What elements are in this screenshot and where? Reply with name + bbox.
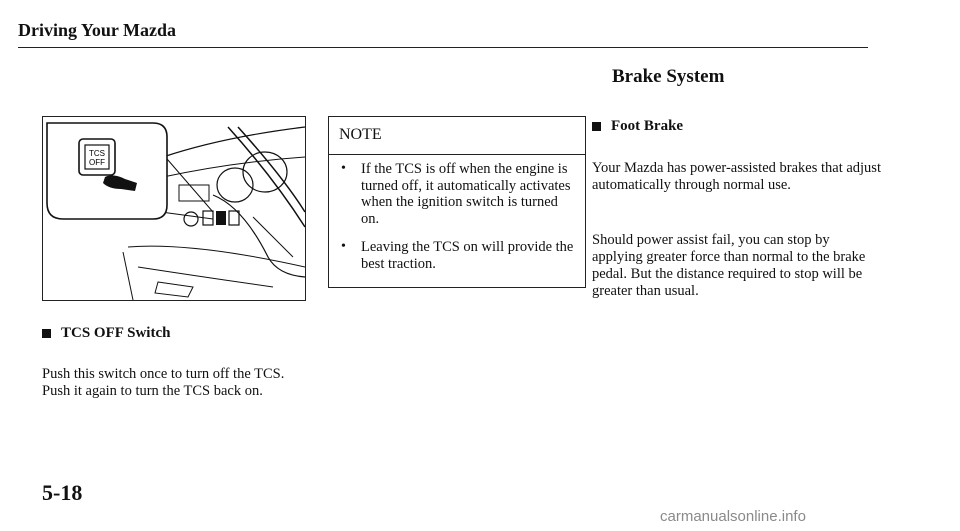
foot-brake-paragraph: Should power assist fail, you can stop b… (592, 232, 866, 299)
foot-brake-paragraph: Your Mazda has power-assisted brakes tha… (592, 160, 881, 193)
foot-brake-heading: Foot Brake (592, 118, 683, 135)
tcs-switch-heading: TCS OFF Switch (42, 325, 170, 342)
page-number: 5-18 (42, 480, 83, 505)
note-title: NOTE (339, 126, 382, 143)
section-title: Brake System (612, 66, 725, 87)
watermark: carmanualsonline.info (660, 508, 806, 525)
note-item: If the TCS is off when the engine is tur… (329, 161, 585, 227)
tcs-switch-heading-text: TCS OFF Switch (61, 325, 171, 341)
switch-label-line1: TCS (89, 149, 105, 158)
note-item: Leaving the TCS on will provide the best… (329, 239, 585, 272)
note-list: If the TCS is off when the engine is tur… (329, 161, 585, 284)
switch-label-line2: OFF (89, 158, 105, 167)
foot-brake-heading-text: Foot Brake (611, 118, 684, 134)
page-header-title: Driving Your Mazda (18, 20, 177, 40)
tcs-switch-illustration: TCS OFF (42, 116, 306, 301)
note-box: NOTE If the TCS is off when the engine i… (328, 116, 586, 288)
square-bullet-icon (592, 122, 601, 131)
header-divider (18, 47, 868, 48)
dashboard-drawing: TCS OFF (46, 122, 305, 300)
tcs-switch-description: Push this switch once to turn off the TC… (42, 366, 285, 399)
square-bullet-icon (42, 329, 51, 338)
note-divider (329, 154, 585, 155)
